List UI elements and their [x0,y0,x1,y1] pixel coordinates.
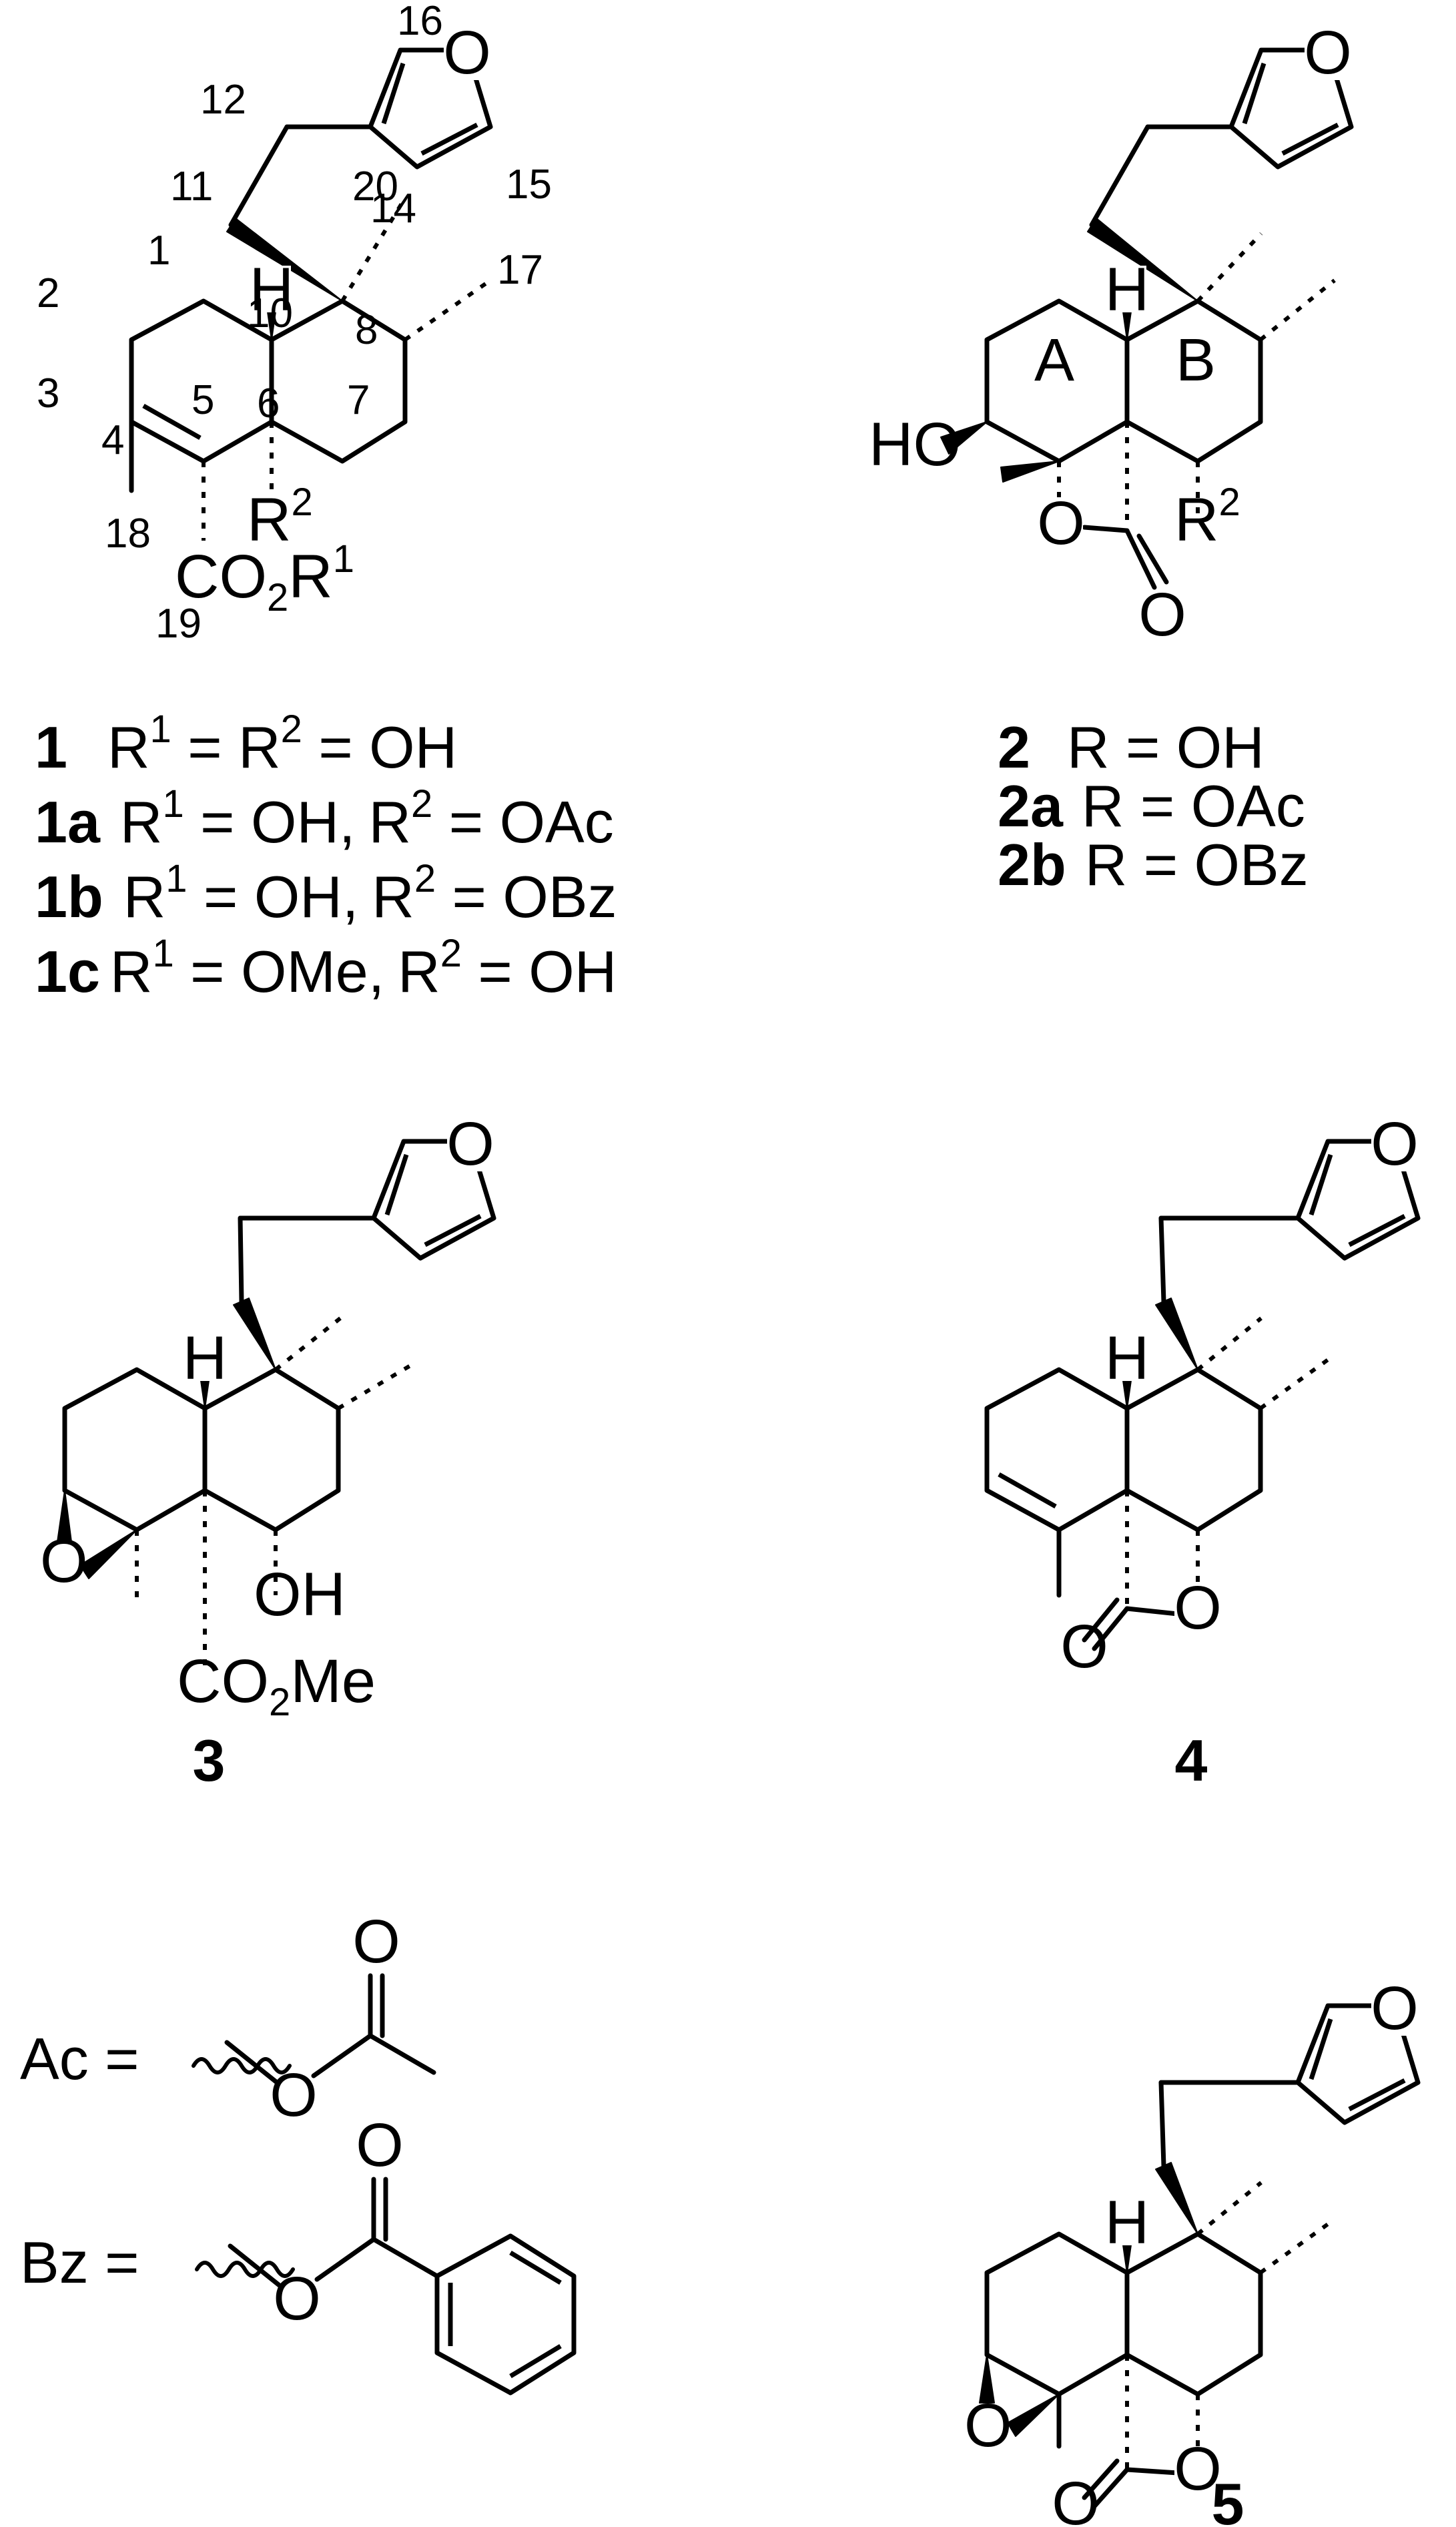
ring-label-a: A [1034,327,1074,394]
locant-3: 3 [37,370,59,416]
h-atom-label: H [1105,2189,1149,2257]
carbonyl-oxygen: O [1138,581,1186,649]
h-atom-label: H [1105,256,1149,324]
structure-compound-3: O H O OH CO2Me 3 [40,1110,496,1793]
locant-2: 2 [37,270,59,316]
r2-substituent: R2 [1174,481,1240,554]
ester-oxygen: O [273,2265,321,2333]
h-atom-label: H [1105,1324,1149,1392]
hydroxyl-label: OH [254,1561,346,1629]
structure-compound-1: O H 1 2 3 4 5 6 7 8 10 11 12 14 15 16 17… [37,0,552,647]
acetyl-label: Ac = [20,2026,139,2092]
furan-oxygen: O [1304,19,1352,87]
lactone-oxygen: O [1174,1574,1222,1642]
compound-label-5: 5 [1212,2471,1244,2527]
structure-compound-4: O H O O 4 [984,1110,1421,1793]
locant-1: 1 [147,228,170,274]
structure-compound-5: O H O O O 5 [964,1974,1421,2527]
locant-15: 15 [506,162,552,208]
furan-oxygen: O [1371,1110,1419,1178]
locant-16: 16 [397,0,443,44]
co2me-substituent: CO2Me [177,1647,376,1724]
co2r1-substituent: CO2R1 [175,537,354,619]
locant-18: 18 [105,511,151,557]
epoxide-oxygen: O [40,1527,88,1595]
locant-5: 5 [192,377,214,423]
carbonyl-oxygen: O [1060,1613,1108,1681]
h-atom-label: H [250,256,294,324]
lactone-oxygen: O [1174,2435,1222,2503]
furan-oxygen: O [1371,1974,1419,2042]
lactone-oxygen: O [1037,489,1085,557]
carbonyl-oxygen: O [1052,2470,1100,2527]
locant-12: 12 [200,77,246,123]
locant-6: 6 [257,380,280,427]
hydroxyl-label: HO [869,410,961,479]
benzoyl-label: Bz = [20,2229,139,2295]
structure-compound-2: O H HO O O R2 A B [869,19,1354,649]
locant-14: 14 [370,186,416,232]
r2-substituent: R2 [247,481,313,554]
locant-8: 8 [355,307,378,353]
furan-oxygen: O [443,19,491,87]
compound-label-4: 4 [1175,1727,1208,1793]
h-atom-label: H [183,1324,227,1392]
ring-label-b: B [1176,327,1216,394]
locant-11: 11 [170,164,213,210]
locant-20: 20 [352,164,398,210]
locant-17: 17 [497,247,543,293]
protecting-group-definitions: Ac = O O Bz = O O [20,1908,577,2396]
locant-4: 4 [101,417,124,463]
carbonyl-oxygen: O [352,1908,400,1976]
ester-oxygen: O [270,2061,318,2129]
locant-7: 7 [347,377,370,423]
epoxide-oxygen: O [964,2392,1012,2460]
compound-label-3: 3 [193,1727,226,1793]
locant-10: 10 [247,290,293,336]
locant-19: 19 [155,601,202,647]
furan-oxygen: O [446,1110,494,1178]
carbonyl-oxygen: O [356,2111,404,2179]
